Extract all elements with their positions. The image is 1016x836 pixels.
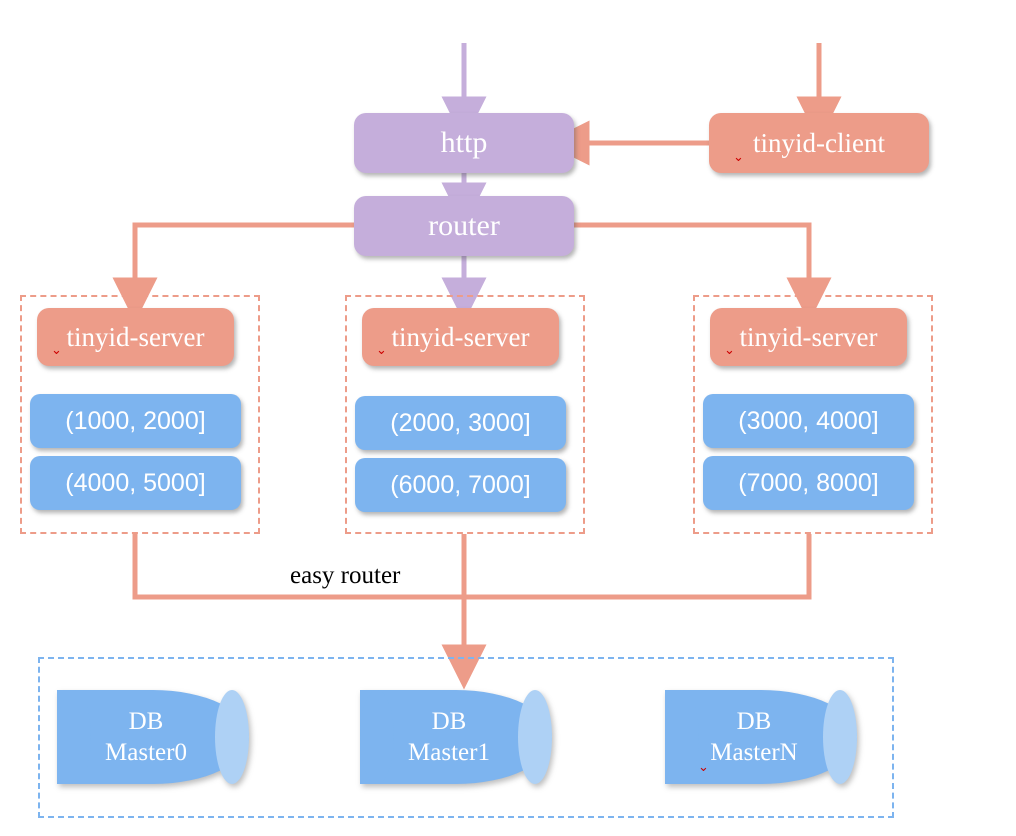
range-box-1-2-label: (4000, 5000] — [65, 468, 206, 497]
spellcheck-mark-icon: ⌄ — [733, 150, 744, 165]
db-cylinder-2[interactable]: DB MasterN ⌄ — [665, 690, 857, 784]
range-box-3-1-label: (3000, 4000] — [738, 406, 879, 435]
db-cylinder-0-left-cap — [57, 690, 91, 784]
node-http[interactable]: http — [354, 113, 574, 173]
node-tinyid-server-1[interactable]: tinyid-server ⌄ — [37, 308, 234, 366]
easy-router-label: easy router — [284, 562, 407, 590]
db-cylinder-0-line1: DB — [128, 707, 164, 735]
db-cylinder-1-line2: Master1 — [408, 739, 490, 766]
range-box-1-1[interactable]: (1000, 2000] — [30, 394, 241, 448]
db-cylinder-0[interactable]: DB Master0 — [57, 690, 249, 784]
server-group-3 — [693, 295, 933, 534]
range-box-3-1[interactable]: (3000, 4000] — [703, 394, 914, 448]
db-cylinder-0-label: DB Master0 — [57, 690, 249, 784]
node-router-label: router — [428, 209, 500, 243]
node-http-label: http — [440, 126, 488, 160]
spellcheck-mark-icon: ⌄ — [51, 343, 62, 358]
node-tinyid-server-2-label: tinyid-server — [391, 321, 530, 352]
db-cylinder-1-right-cap — [518, 690, 552, 784]
range-box-2-1-label: (2000, 3000] — [390, 408, 531, 437]
edge-servers-to-db — [132, 534, 812, 690]
db-cylinder-2-line1: DB — [736, 707, 772, 735]
node-tinyid-client-label: tinyid-client — [753, 127, 885, 158]
node-tinyid-server-3[interactable]: tinyid-server ⌄ — [710, 308, 907, 366]
server-group-1 — [20, 295, 260, 534]
node-router[interactable]: router — [354, 196, 574, 256]
db-cylinder-1-left-cap — [360, 690, 394, 784]
db-cylinder-2-label: DB MasterN — [665, 690, 857, 784]
db-cylinder-1-line1: DB — [431, 707, 467, 735]
edge-router-to-server-3 — [574, 222, 832, 323]
spellcheck-mark-icon: ⌄ — [724, 343, 735, 358]
db-cluster-group — [38, 657, 894, 818]
db-cylinder-2-right-cap — [823, 690, 857, 784]
range-box-2-2[interactable]: (6000, 7000] — [355, 458, 566, 512]
db-cylinder-1-label: DB Master1 — [360, 690, 552, 784]
range-box-1-2[interactable]: (4000, 5000] — [30, 456, 241, 510]
range-box-3-2-label: (7000, 8000] — [738, 468, 879, 497]
edge-router-to-server-1 — [112, 222, 354, 323]
db-cylinder-0-right-cap — [215, 690, 249, 784]
range-box-2-2-label: (6000, 7000] — [390, 470, 531, 499]
range-box-3-2[interactable]: (7000, 8000] — [703, 456, 914, 510]
node-tinyid-server-2[interactable]: tinyid-server ⌄ — [362, 308, 559, 366]
db-cylinder-0-line2: Master0 — [105, 739, 187, 766]
server-group-2 — [345, 295, 585, 534]
db-cylinder-1[interactable]: DB Master1 — [360, 690, 552, 784]
db-cylinder-2-left-cap — [665, 690, 699, 784]
db-cylinder-2-line2: MasterN — [710, 739, 798, 766]
spellcheck-mark-icon: ⌄ — [376, 343, 387, 358]
range-box-1-1-label: (1000, 2000] — [65, 406, 206, 435]
node-tinyid-client[interactable]: tinyid-client ⌄ — [709, 113, 929, 173]
range-box-2-1[interactable]: (2000, 3000] — [355, 396, 566, 450]
node-tinyid-server-1-label: tinyid-server — [66, 321, 205, 352]
node-tinyid-server-3-label: tinyid-server — [739, 321, 878, 352]
